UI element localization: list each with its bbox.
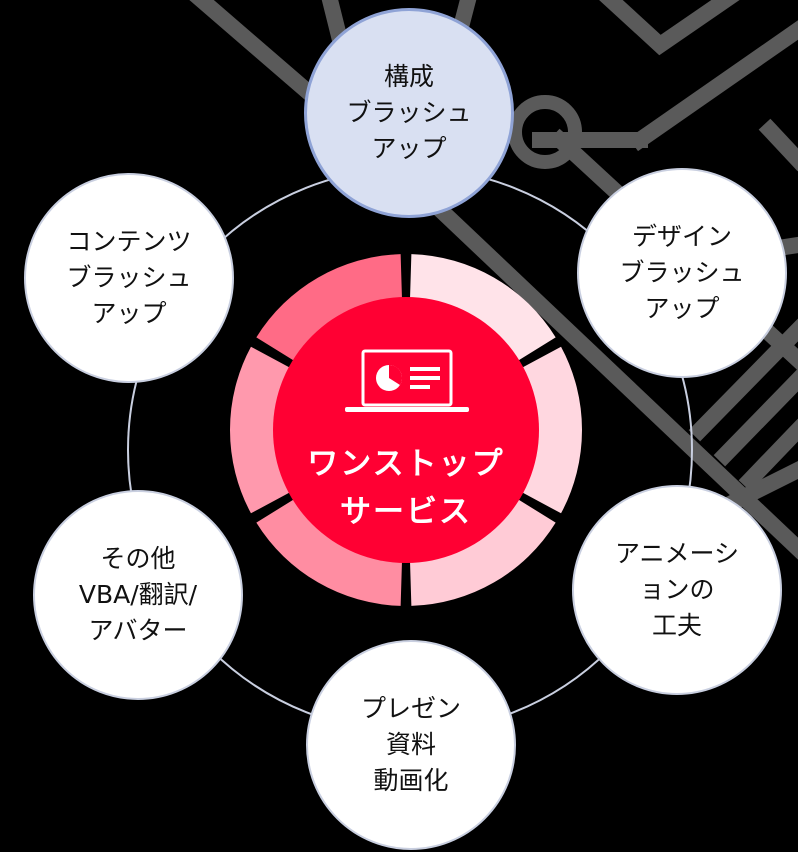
map-line [688, 318, 798, 442]
node-other[interactable]: その他 VBA/翻訳/ アバター [33, 490, 243, 700]
node-label: アップ [644, 294, 720, 323]
node-label: 資料 [385, 730, 436, 759]
segment-top-right [409, 254, 556, 367]
presentation-laptop-icon [345, 349, 469, 412]
node-label: ョンの [639, 575, 715, 604]
node-label: 工夫 [651, 611, 702, 640]
node-label: アバター [88, 616, 188, 645]
node-label: デザイン [631, 222, 732, 251]
node-label: ブラッシュ [346, 98, 472, 127]
node-animation[interactable]: アニメーシ ョンの 工夫 [572, 485, 782, 695]
node-label: ブラッシュ [66, 263, 192, 292]
node-composition-brushup[interactable]: 構成 ブラッシュ アップ [304, 8, 514, 218]
node-content-brushup[interactable]: コンテンツ ブラッシュ アップ [24, 173, 234, 383]
hub-title-line: サービス [340, 494, 472, 530]
node-label: ブラッシュ [619, 258, 745, 287]
node-label: 動画化 [373, 766, 449, 795]
map-line [599, 0, 740, 56]
map-line [738, 418, 798, 492]
node-label: コンテンツ [66, 227, 192, 256]
node-label: アップ [371, 134, 447, 163]
map-line [758, 118, 798, 172]
node-label: 構成 [383, 62, 434, 91]
hub-core [273, 297, 539, 563]
hub-title: ワンストップ サービス [273, 440, 539, 536]
map-line [713, 368, 798, 467]
segment-top-left [256, 254, 403, 367]
node-label: その他 [100, 544, 176, 573]
hub-title-line: ワンストップ [307, 446, 505, 482]
node-label: アップ [91, 299, 167, 328]
node-label: アニメーシ [614, 539, 739, 568]
node-label: VBA/翻訳/ [78, 580, 198, 609]
node-label: プレゼン [360, 694, 461, 723]
map-line [628, 20, 798, 152]
segment-bottom-left [256, 493, 403, 606]
segment-bottom-right [409, 493, 556, 606]
map-ring [508, 95, 582, 169]
node-presentation-video[interactable]: プレゼン 資料 動画化 [306, 640, 516, 850]
node-design-brushup[interactable]: デザイン ブラッシュ アップ [577, 168, 787, 378]
